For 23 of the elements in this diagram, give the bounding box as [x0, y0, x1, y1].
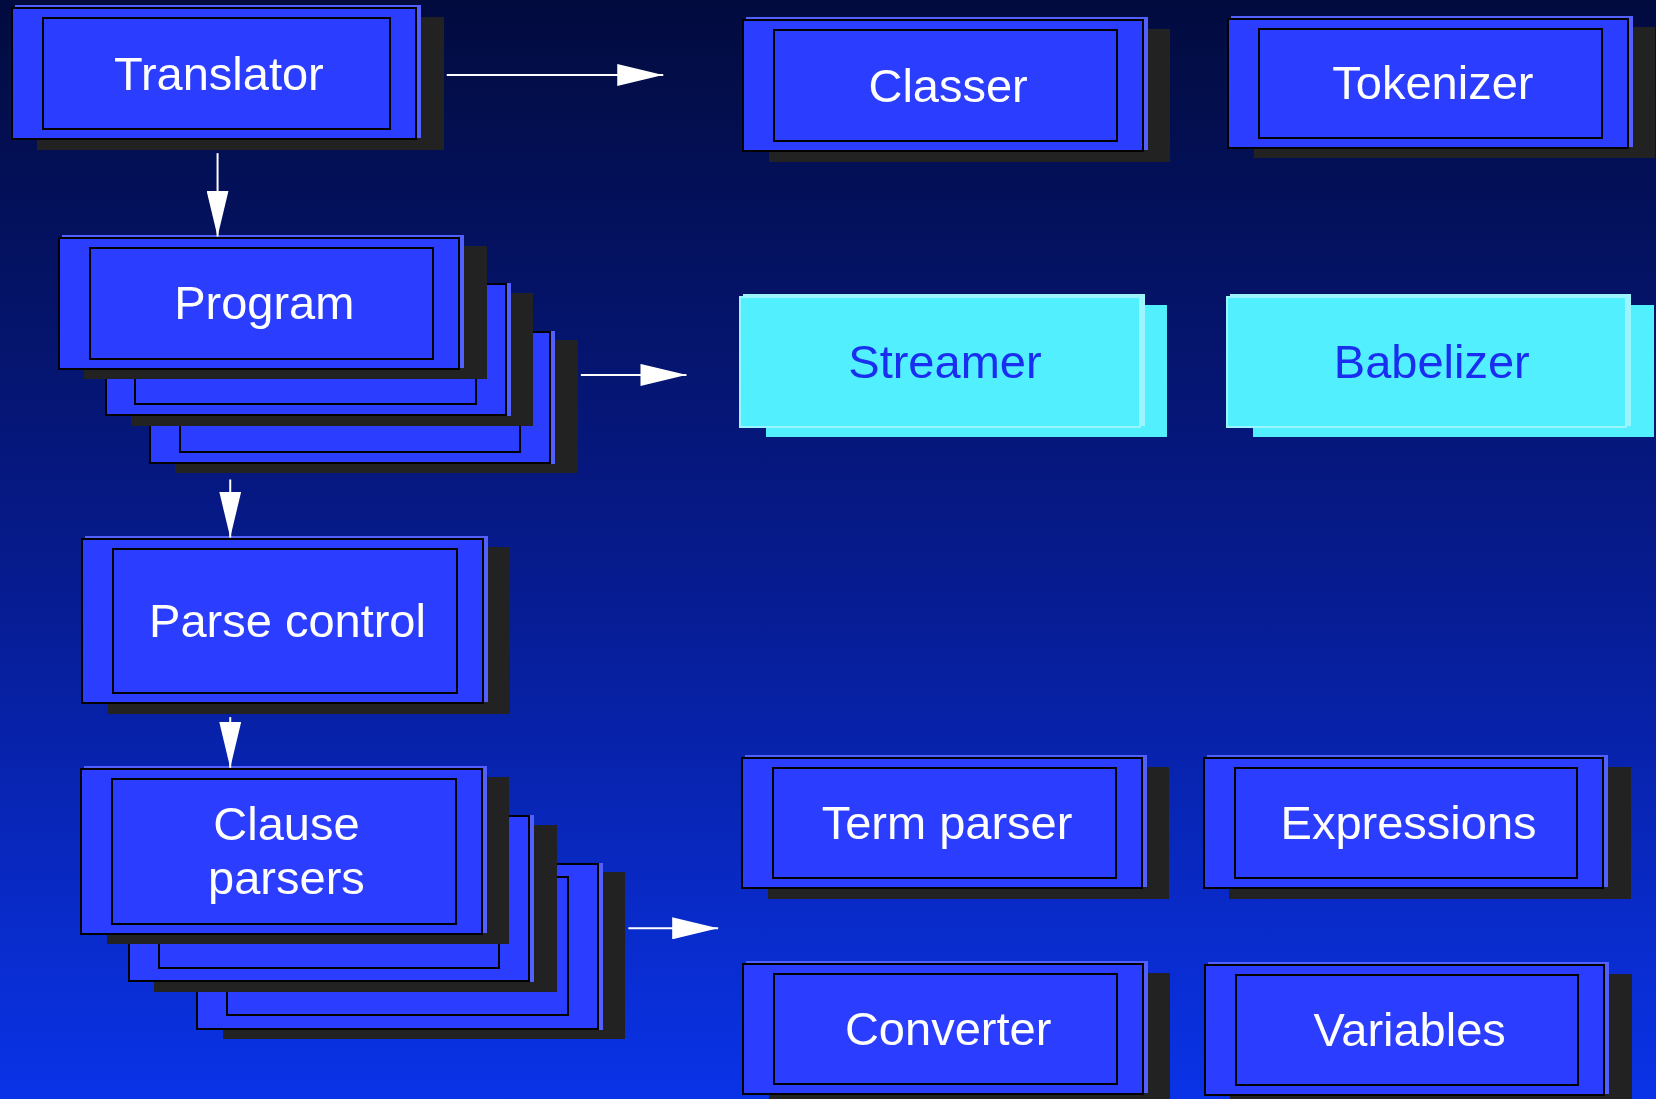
box-label: Converter: [843, 1002, 1052, 1057]
box-label: Clause parsers: [207, 797, 366, 906]
arrow: [206, 152, 229, 238]
box-label: Parse control: [148, 593, 426, 648]
box-label: Tokenizer: [1331, 56, 1534, 111]
arrow: [627, 917, 720, 940]
box-label: Term parser: [820, 796, 1073, 851]
box-label: Program: [173, 276, 355, 331]
process-box: [1202, 757, 1605, 890]
arrow: [579, 363, 688, 386]
box-label: Classer: [867, 58, 1028, 113]
box-label: Translator: [112, 46, 324, 101]
box-label: Babelizer: [1332, 334, 1530, 389]
arrow: [219, 478, 242, 539]
box-label: Variables: [1312, 1003, 1506, 1058]
arrow: [219, 716, 242, 769]
process-box: [10, 7, 418, 141]
process-box: [1203, 964, 1606, 1097]
arrow: [445, 64, 665, 86]
process-box: [1226, 295, 1628, 428]
process-box: [58, 236, 461, 370]
box-label: Streamer: [847, 334, 1042, 389]
box-label: Expressions: [1279, 796, 1537, 851]
